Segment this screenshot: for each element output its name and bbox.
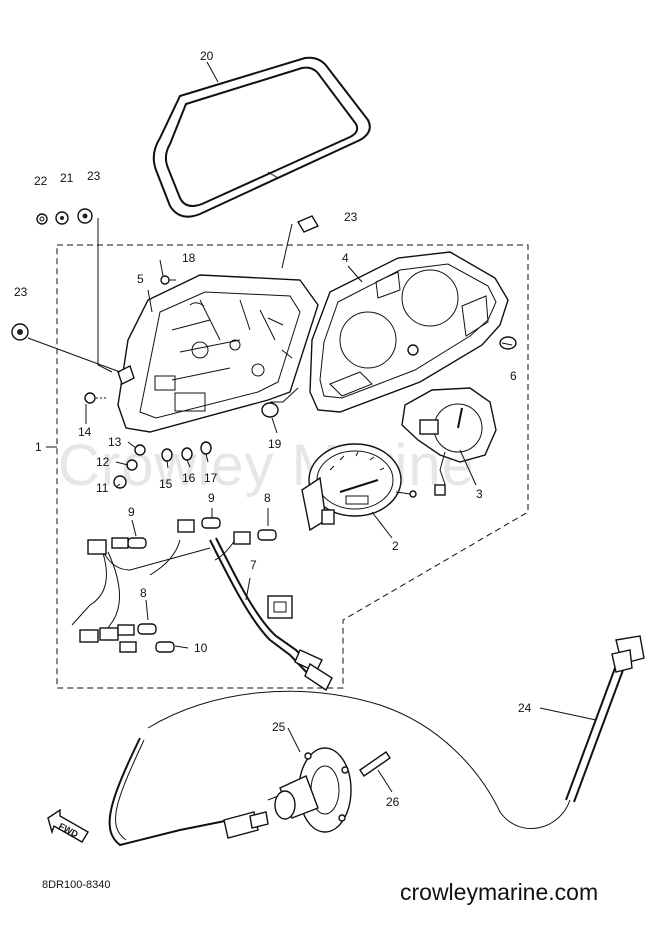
diagram-code: 8DR100-8340 xyxy=(42,879,111,891)
callout-12: 12 xyxy=(96,455,110,469)
part-gauge-3[interactable] xyxy=(401,387,497,496)
part-washer-12[interactable] xyxy=(126,459,138,471)
part-upper-cover-4[interactable] xyxy=(309,251,509,413)
part-pin-26[interactable] xyxy=(359,751,391,777)
callout-8-bottom: 8 xyxy=(140,586,147,600)
callout-9-right: 9 xyxy=(208,491,215,505)
part-speedometer-2[interactable] xyxy=(301,443,417,532)
callout-6: 6 xyxy=(510,369,517,383)
part-knob-6[interactable] xyxy=(407,336,517,356)
callout-11: 11 xyxy=(96,481,109,495)
callout-1: 1 xyxy=(35,440,42,454)
part-gasket-20[interactable] xyxy=(152,56,371,218)
part-wire-harness-7[interactable] xyxy=(71,537,333,692)
callout-16: 16 xyxy=(182,471,196,485)
part-lower-case-5[interactable] xyxy=(117,274,319,433)
callout-24: 24 xyxy=(518,701,532,715)
callout-22: 22 xyxy=(34,174,48,188)
callout-2: 2 xyxy=(392,539,399,553)
callout-5: 5 xyxy=(137,272,144,286)
callout-10: 10 xyxy=(194,641,208,655)
part-washer-17[interactable] xyxy=(200,441,212,455)
part-nut-13[interactable] xyxy=(134,444,146,456)
leader-lines xyxy=(27,61,597,793)
callout-23-right: 23 xyxy=(344,210,358,224)
callout-26: 26 xyxy=(386,795,400,809)
site-url: crowleymarine.com xyxy=(400,879,598,905)
part-nut-22[interactable] xyxy=(36,213,48,225)
callout-4: 4 xyxy=(342,251,349,265)
part-screw-11[interactable] xyxy=(113,475,127,489)
part-washer-16[interactable] xyxy=(181,447,193,461)
callout-13: 13 xyxy=(108,435,122,449)
part-bulb-10[interactable] xyxy=(119,641,175,653)
part-screw-18[interactable] xyxy=(160,275,176,285)
callout-7: 7 xyxy=(250,558,257,572)
assembly-boundary xyxy=(56,244,529,689)
callout-23-top: 23 xyxy=(87,169,101,183)
callout-14: 14 xyxy=(78,425,92,439)
part-bulb-8-bottom[interactable] xyxy=(117,623,157,636)
part-speedometer-cable-24[interactable] xyxy=(108,635,645,847)
callout-20: 20 xyxy=(200,49,214,63)
callout-25: 25 xyxy=(272,720,286,734)
part-stud xyxy=(117,365,135,385)
callout-15: 15 xyxy=(159,477,173,491)
part-washer-15[interactable] xyxy=(161,448,173,462)
part-gear-unit-25[interactable] xyxy=(267,747,352,833)
callout-8-top: 8 xyxy=(264,491,271,505)
part-grommet-23-right[interactable] xyxy=(296,215,320,233)
callout-18: 18 xyxy=(182,251,196,265)
forward-arrow-icon: FWD xyxy=(47,808,89,843)
part-grommet-23-left[interactable] xyxy=(11,323,29,341)
callout-23-left: 23 xyxy=(14,285,28,299)
callout-9-left: 9 xyxy=(128,505,135,519)
callout-3: 3 xyxy=(476,487,483,501)
callout-21: 21 xyxy=(60,171,74,185)
callout-19: 19 xyxy=(268,437,282,451)
part-bulb-8-top[interactable] xyxy=(233,529,277,545)
callout-17: 17 xyxy=(204,471,218,485)
part-bulb-9-left[interactable] xyxy=(111,537,147,549)
part-grommet-23-top[interactable] xyxy=(77,208,93,224)
part-washer-21[interactable] xyxy=(55,211,69,225)
part-bulb-9-right[interactable] xyxy=(177,517,221,533)
part-screw-14[interactable] xyxy=(84,392,108,404)
part-bushing-19[interactable] xyxy=(261,402,279,418)
